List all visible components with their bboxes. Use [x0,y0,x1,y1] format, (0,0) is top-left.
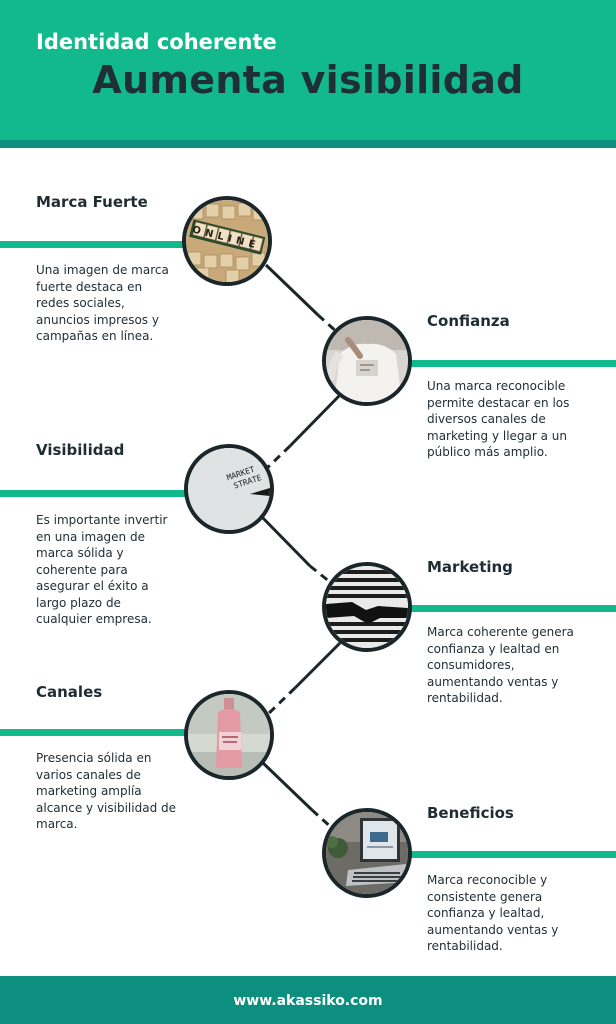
whiteboard-marker-icon: MARKET STRATE [184,444,274,534]
text-visibilidad: Es importante invertir en una imagen de … [36,513,168,626]
accent-bar-confianza [404,360,616,367]
text-beneficios: Marca reconocible y consistente genera c… [427,873,559,953]
heading-marketing: Marketing [427,558,513,576]
header-banner: Identidad coherente Aumenta visibilidad [0,0,616,140]
accent-bar-canales [0,729,190,736]
text-marketing: Marca coherente genera confianza y lealt… [427,625,574,705]
accent-bar-beneficios [404,851,616,858]
heading-beneficios: Beneficios [427,804,514,822]
page-title: Aumenta visibilidad [92,58,524,102]
handshake-silhouette-icon [322,562,412,652]
text-confianza: Una marca reconocible permite destacar e… [427,379,570,459]
text-marca-fuerte: Una imagen de marca fuerte destaca en re… [36,263,169,343]
scrabble-tiles-online-icon: ONLINE [182,196,272,286]
footer-website-link[interactable]: www.akassiko.com [233,993,383,1009]
heading-confianza: Confianza [427,312,510,330]
heading-canales: Canales [36,683,103,701]
accent-bar-visibilidad [0,490,190,497]
text-canales: Presencia sólida en varios canales de ma… [36,751,176,831]
laptop-desk-photo-icon [322,808,412,898]
heading-visibilidad: Visibilidad [36,441,125,459]
person-tshirt-photo-icon [322,316,412,406]
footer-bar: www.akassiko.com [0,976,616,1024]
header-divider-band [0,140,616,148]
accent-bar-marca-fuerte [0,241,190,248]
accent-bar-marketing [404,605,616,612]
heading-marca-fuerte: Marca Fuerte [36,193,148,211]
pink-bottle-photo-icon [184,690,274,780]
header-subtitle: Identidad coherente [36,30,277,54]
